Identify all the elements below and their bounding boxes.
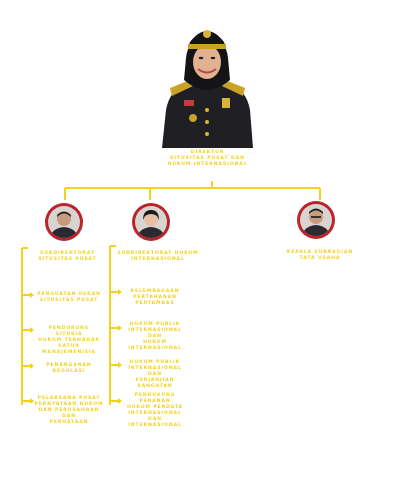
unit-1-item-2: PENDUKUNG SITUSIA HUKUM TERHADAP SATUR M… [38, 326, 100, 355]
unit-2-item-1: KELEMBAGAAN PERTAHANAN PERTAMBAS [130, 289, 180, 306]
director-portrait [160, 18, 255, 148]
unit-2-title: SUBDIREKTORAT HUKUM INTERNASIONAL [117, 251, 199, 262]
unit-1-item-3: PENANGANAN REGULASI [46, 363, 92, 374]
unit-2-item-3: HUKUM PUBLIK INTERNASIONAL DAN PERJANJIA… [128, 360, 182, 389]
unit-1-title: SUBDIREKTORAT SITUSITAS PUSAT [38, 251, 97, 262]
avatar-unit-2 [132, 203, 170, 241]
unit-3-title: KEPALA SUBBAGIAN TATA USAHA [286, 250, 354, 261]
unit-2-item-4: PENDUKUNG PERANAN HUKUM PERDATA INTERNAS… [126, 393, 184, 428]
unit-1-item-1: PENGUATAN PERAN SITUSITAS PUSAT [37, 292, 101, 303]
director-title: DIREKTUR SITUSITAS PUSAT DAN HUKUM INTER… [167, 150, 248, 167]
avatar-unit-1 [45, 203, 83, 241]
unit-2-item-2: HUKUM PUBLIK INTERNASIONAL DAN HUKUM INT… [128, 322, 182, 351]
unit-1-item-4: PELAKSANA PUSAT PERNYATAAN HUKUM DAN PER… [34, 396, 104, 425]
avatar-unit-3 [297, 201, 335, 239]
